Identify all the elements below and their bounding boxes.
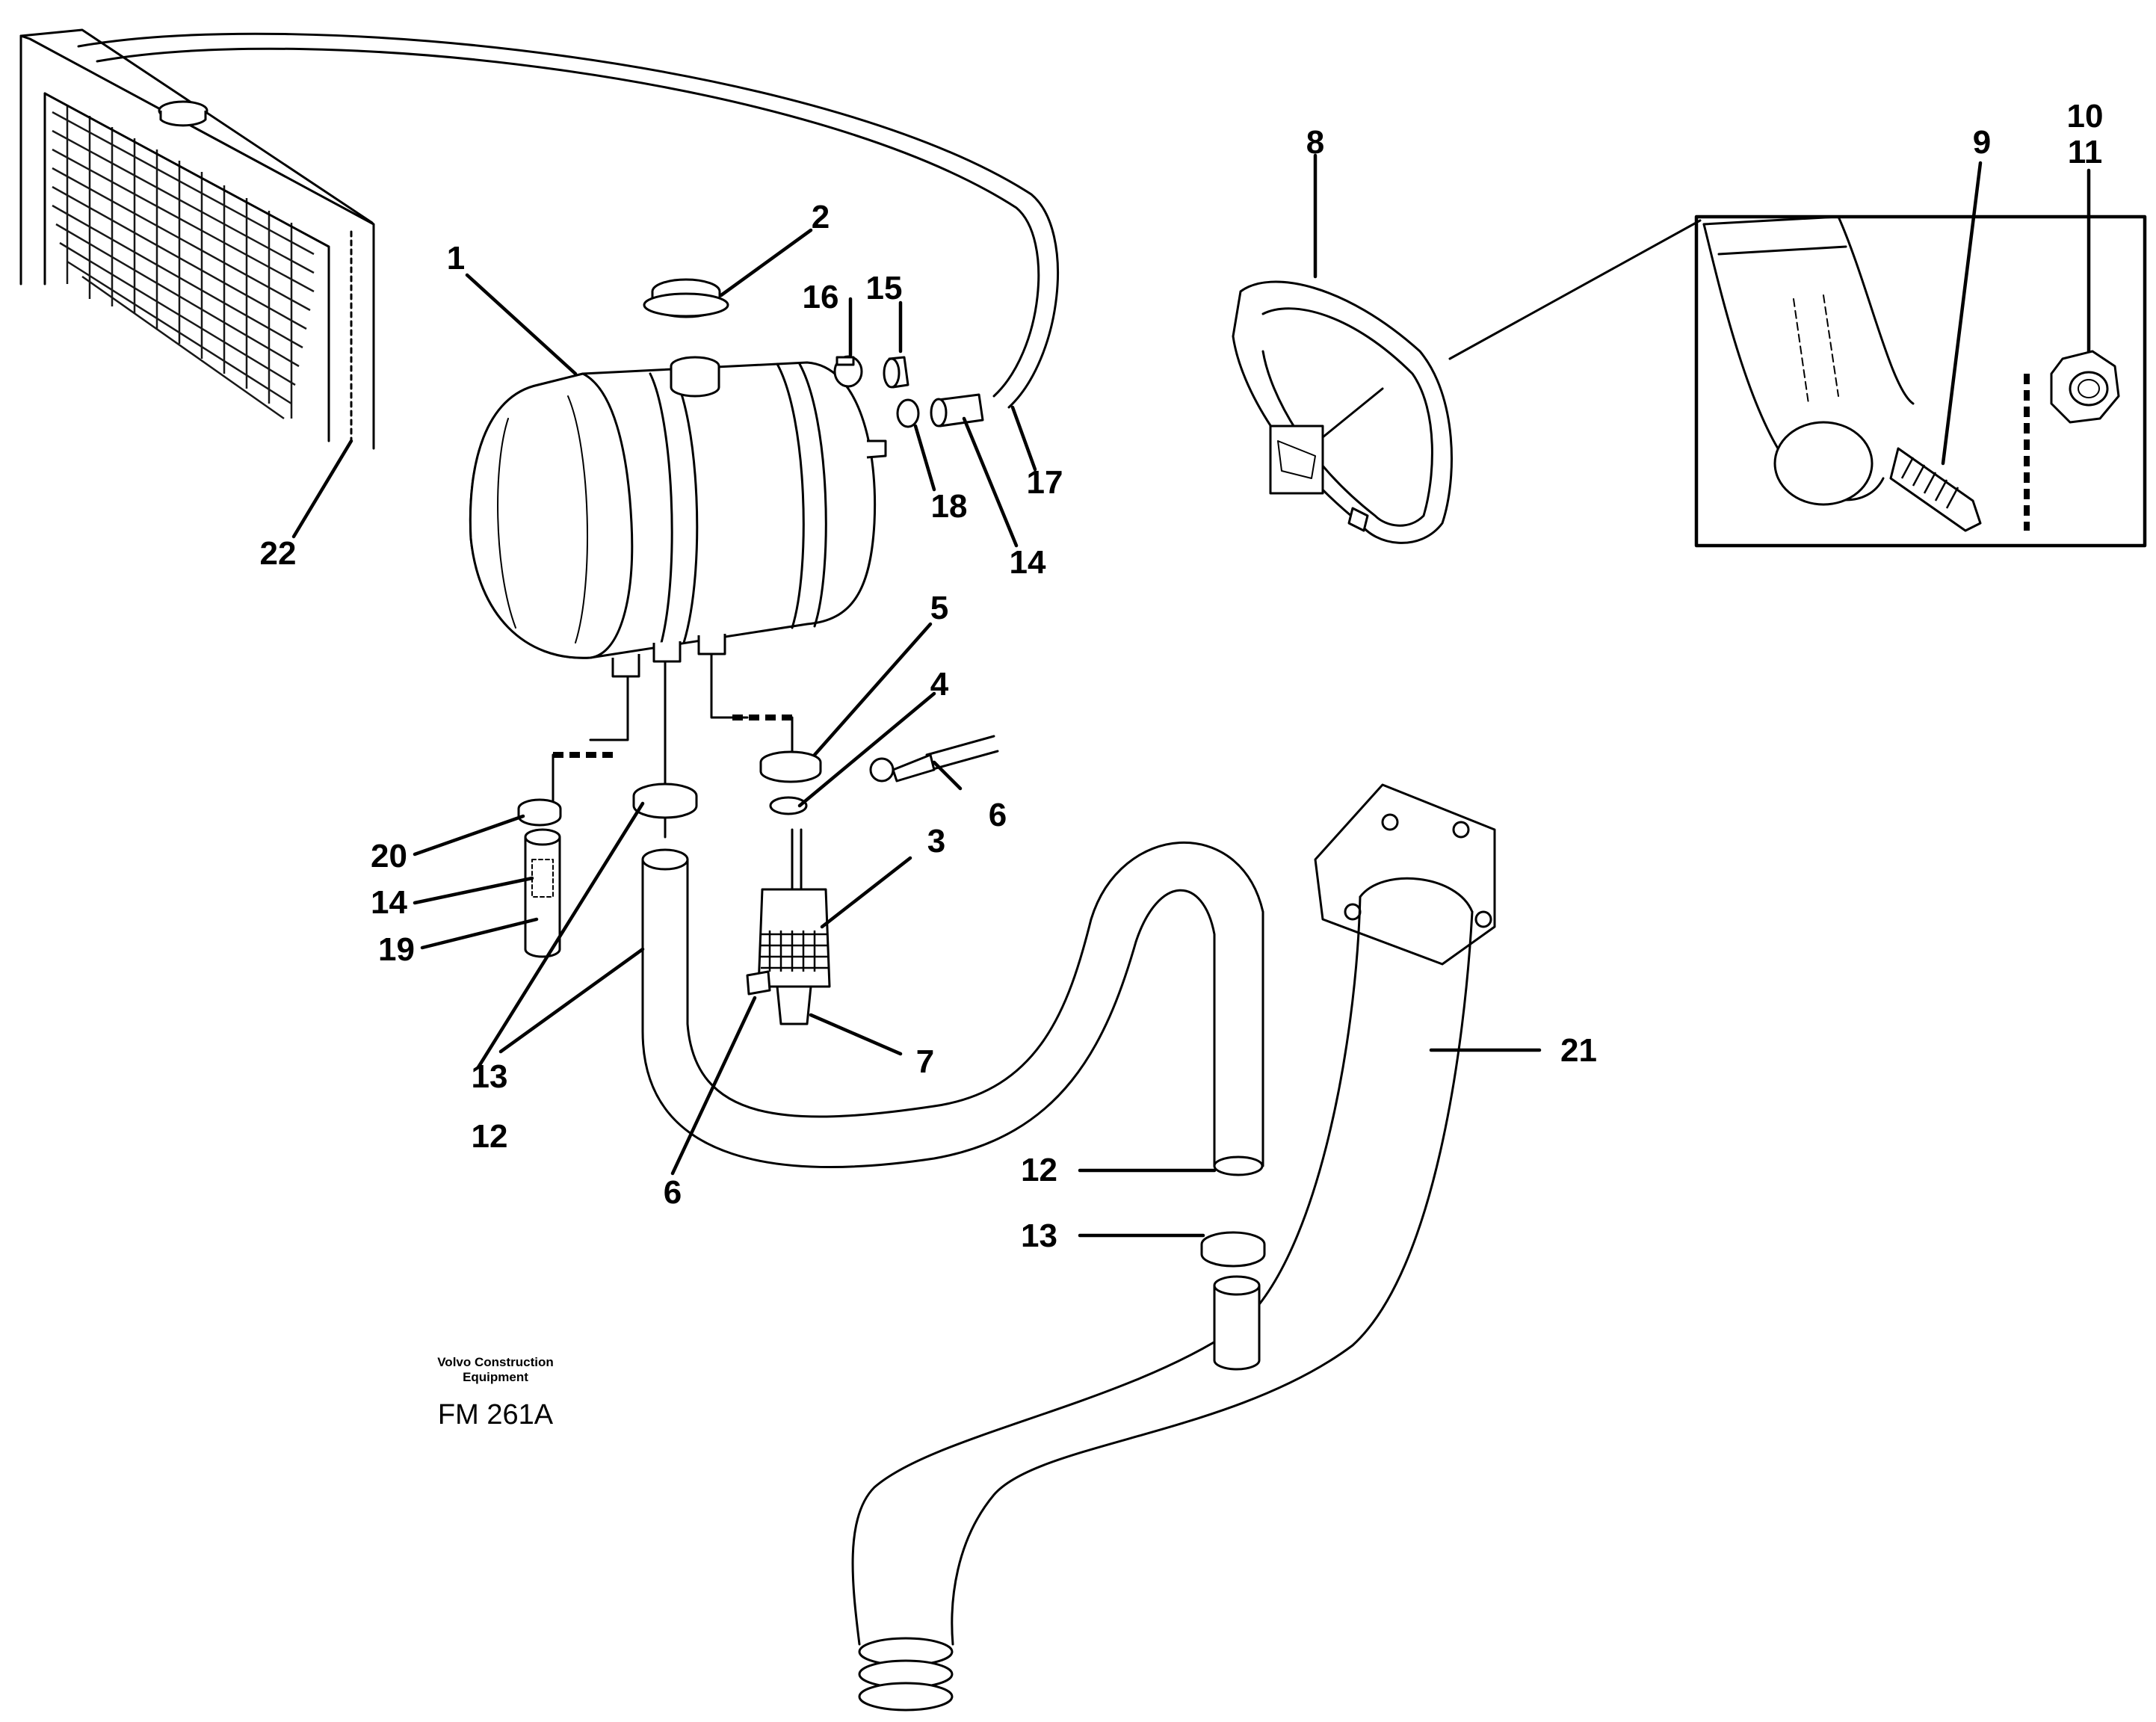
detail-view-box bbox=[1694, 215, 2147, 548]
hose-14-upper bbox=[930, 393, 984, 428]
o-ring-4 bbox=[769, 796, 808, 815]
callout-10: 10 bbox=[2067, 98, 2104, 135]
caption-company-line2: Equipment bbox=[463, 1370, 528, 1384]
callout-1: 1 bbox=[447, 240, 465, 277]
hose-clamp-13-right bbox=[1200, 1231, 1266, 1268]
callout-13-right: 13 bbox=[1021, 1218, 1057, 1254]
caption-company-line1: Volvo Construction bbox=[437, 1355, 554, 1369]
overflow-tube bbox=[77, 32, 1059, 409]
leader-lines bbox=[291, 153, 2091, 1238]
callout-3: 3 bbox=[927, 823, 945, 860]
radiator-grille bbox=[19, 28, 375, 450]
callout-labels: 1 2 3 4 5 6 6 7 8 9 10 11 12 12 13 13 14… bbox=[260, 98, 2104, 1254]
callout-20: 20 bbox=[371, 838, 407, 874]
callout-2: 2 bbox=[812, 199, 830, 235]
callout-18: 18 bbox=[931, 488, 968, 525]
callout-6-sensor: 6 bbox=[664, 1174, 682, 1211]
figure-caption: Volvo Construction Equipment FM 261A bbox=[437, 1355, 554, 1431]
pipe-21 bbox=[851, 783, 1496, 1712]
callout-4: 4 bbox=[930, 666, 949, 703]
expansion-tank bbox=[469, 356, 887, 678]
cable-6 bbox=[869, 735, 999, 783]
callout-7: 7 bbox=[916, 1043, 934, 1080]
callout-22: 22 bbox=[260, 535, 297, 572]
callout-17: 17 bbox=[1027, 464, 1063, 501]
hose-clamp-18 bbox=[896, 398, 920, 428]
level-sensor bbox=[746, 828, 831, 1025]
callout-19: 19 bbox=[378, 931, 415, 968]
pipe-stub bbox=[1213, 1275, 1261, 1371]
hose-clamp-5 bbox=[759, 750, 822, 783]
callout-12-left: 12 bbox=[472, 1118, 508, 1155]
callout-14-left: 14 bbox=[371, 884, 407, 921]
filler-cap bbox=[643, 278, 729, 318]
callout-15: 15 bbox=[866, 270, 903, 306]
callout-13-left: 13 bbox=[472, 1058, 508, 1095]
hose-clamp-20 bbox=[517, 798, 562, 827]
hose-clamp-13-left bbox=[632, 783, 698, 819]
callout-11: 11 bbox=[2068, 134, 2103, 170]
callout-6-cable: 6 bbox=[989, 797, 1007, 833]
caption-figure-code: FM 261A bbox=[438, 1399, 554, 1431]
callout-5: 5 bbox=[930, 590, 948, 626]
hose-12-lower bbox=[641, 841, 1264, 1176]
callout-16: 16 bbox=[803, 279, 839, 315]
callout-14-right: 14 bbox=[1010, 544, 1046, 581]
callout-12-right: 12 bbox=[1021, 1152, 1057, 1188]
callout-8: 8 bbox=[1306, 124, 1324, 161]
hose-clamp-16 bbox=[833, 355, 863, 388]
nipple-15 bbox=[883, 356, 909, 389]
hose-14-19 bbox=[524, 828, 561, 958]
mirror-frame-8 bbox=[1232, 219, 1702, 544]
callout-9: 9 bbox=[1973, 124, 1991, 161]
callout-21: 21 bbox=[1560, 1032, 1597, 1069]
